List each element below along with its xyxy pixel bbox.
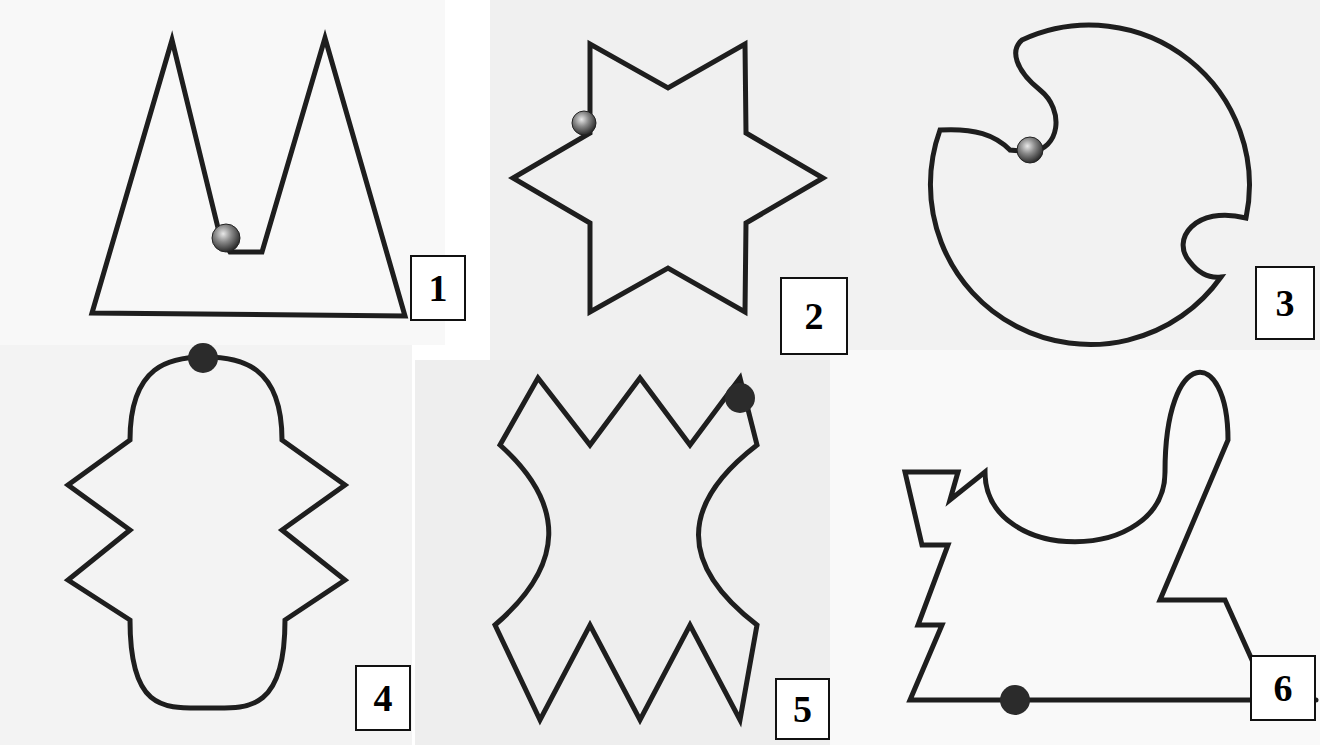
panel-ground (850, 0, 1320, 350)
wire-loop (930, 25, 1249, 344)
number-box: 6 (1250, 655, 1316, 721)
figure-number: 2 (805, 297, 824, 335)
figure-number: 5 (793, 690, 812, 728)
panel-ground (0, 345, 412, 745)
figure-number: 6 (1274, 669, 1293, 707)
wire-guide (513, 44, 823, 312)
wire-loop (68, 357, 345, 708)
number-box: 2 (780, 277, 848, 355)
bead (212, 224, 240, 252)
number-box: 5 (775, 678, 830, 740)
number-box: 1 (410, 255, 466, 321)
number-box: 3 (1255, 266, 1315, 340)
panel-ground (830, 350, 1320, 745)
wire-loop (92, 38, 405, 316)
bead (1000, 685, 1030, 715)
wire-loop (513, 44, 823, 312)
figure-number: 1 (429, 269, 448, 307)
number-box: 4 (355, 665, 411, 731)
bead (188, 343, 218, 373)
panel-ground (490, 0, 850, 360)
wire-loop (905, 372, 1270, 700)
bead (1017, 137, 1043, 163)
panel-ground (415, 360, 830, 745)
panel-ground (0, 0, 445, 345)
figure-number: 4 (374, 679, 393, 717)
bead (725, 383, 755, 413)
figure-number: 3 (1276, 284, 1295, 322)
wire-loop (495, 378, 757, 720)
bead (572, 111, 596, 135)
